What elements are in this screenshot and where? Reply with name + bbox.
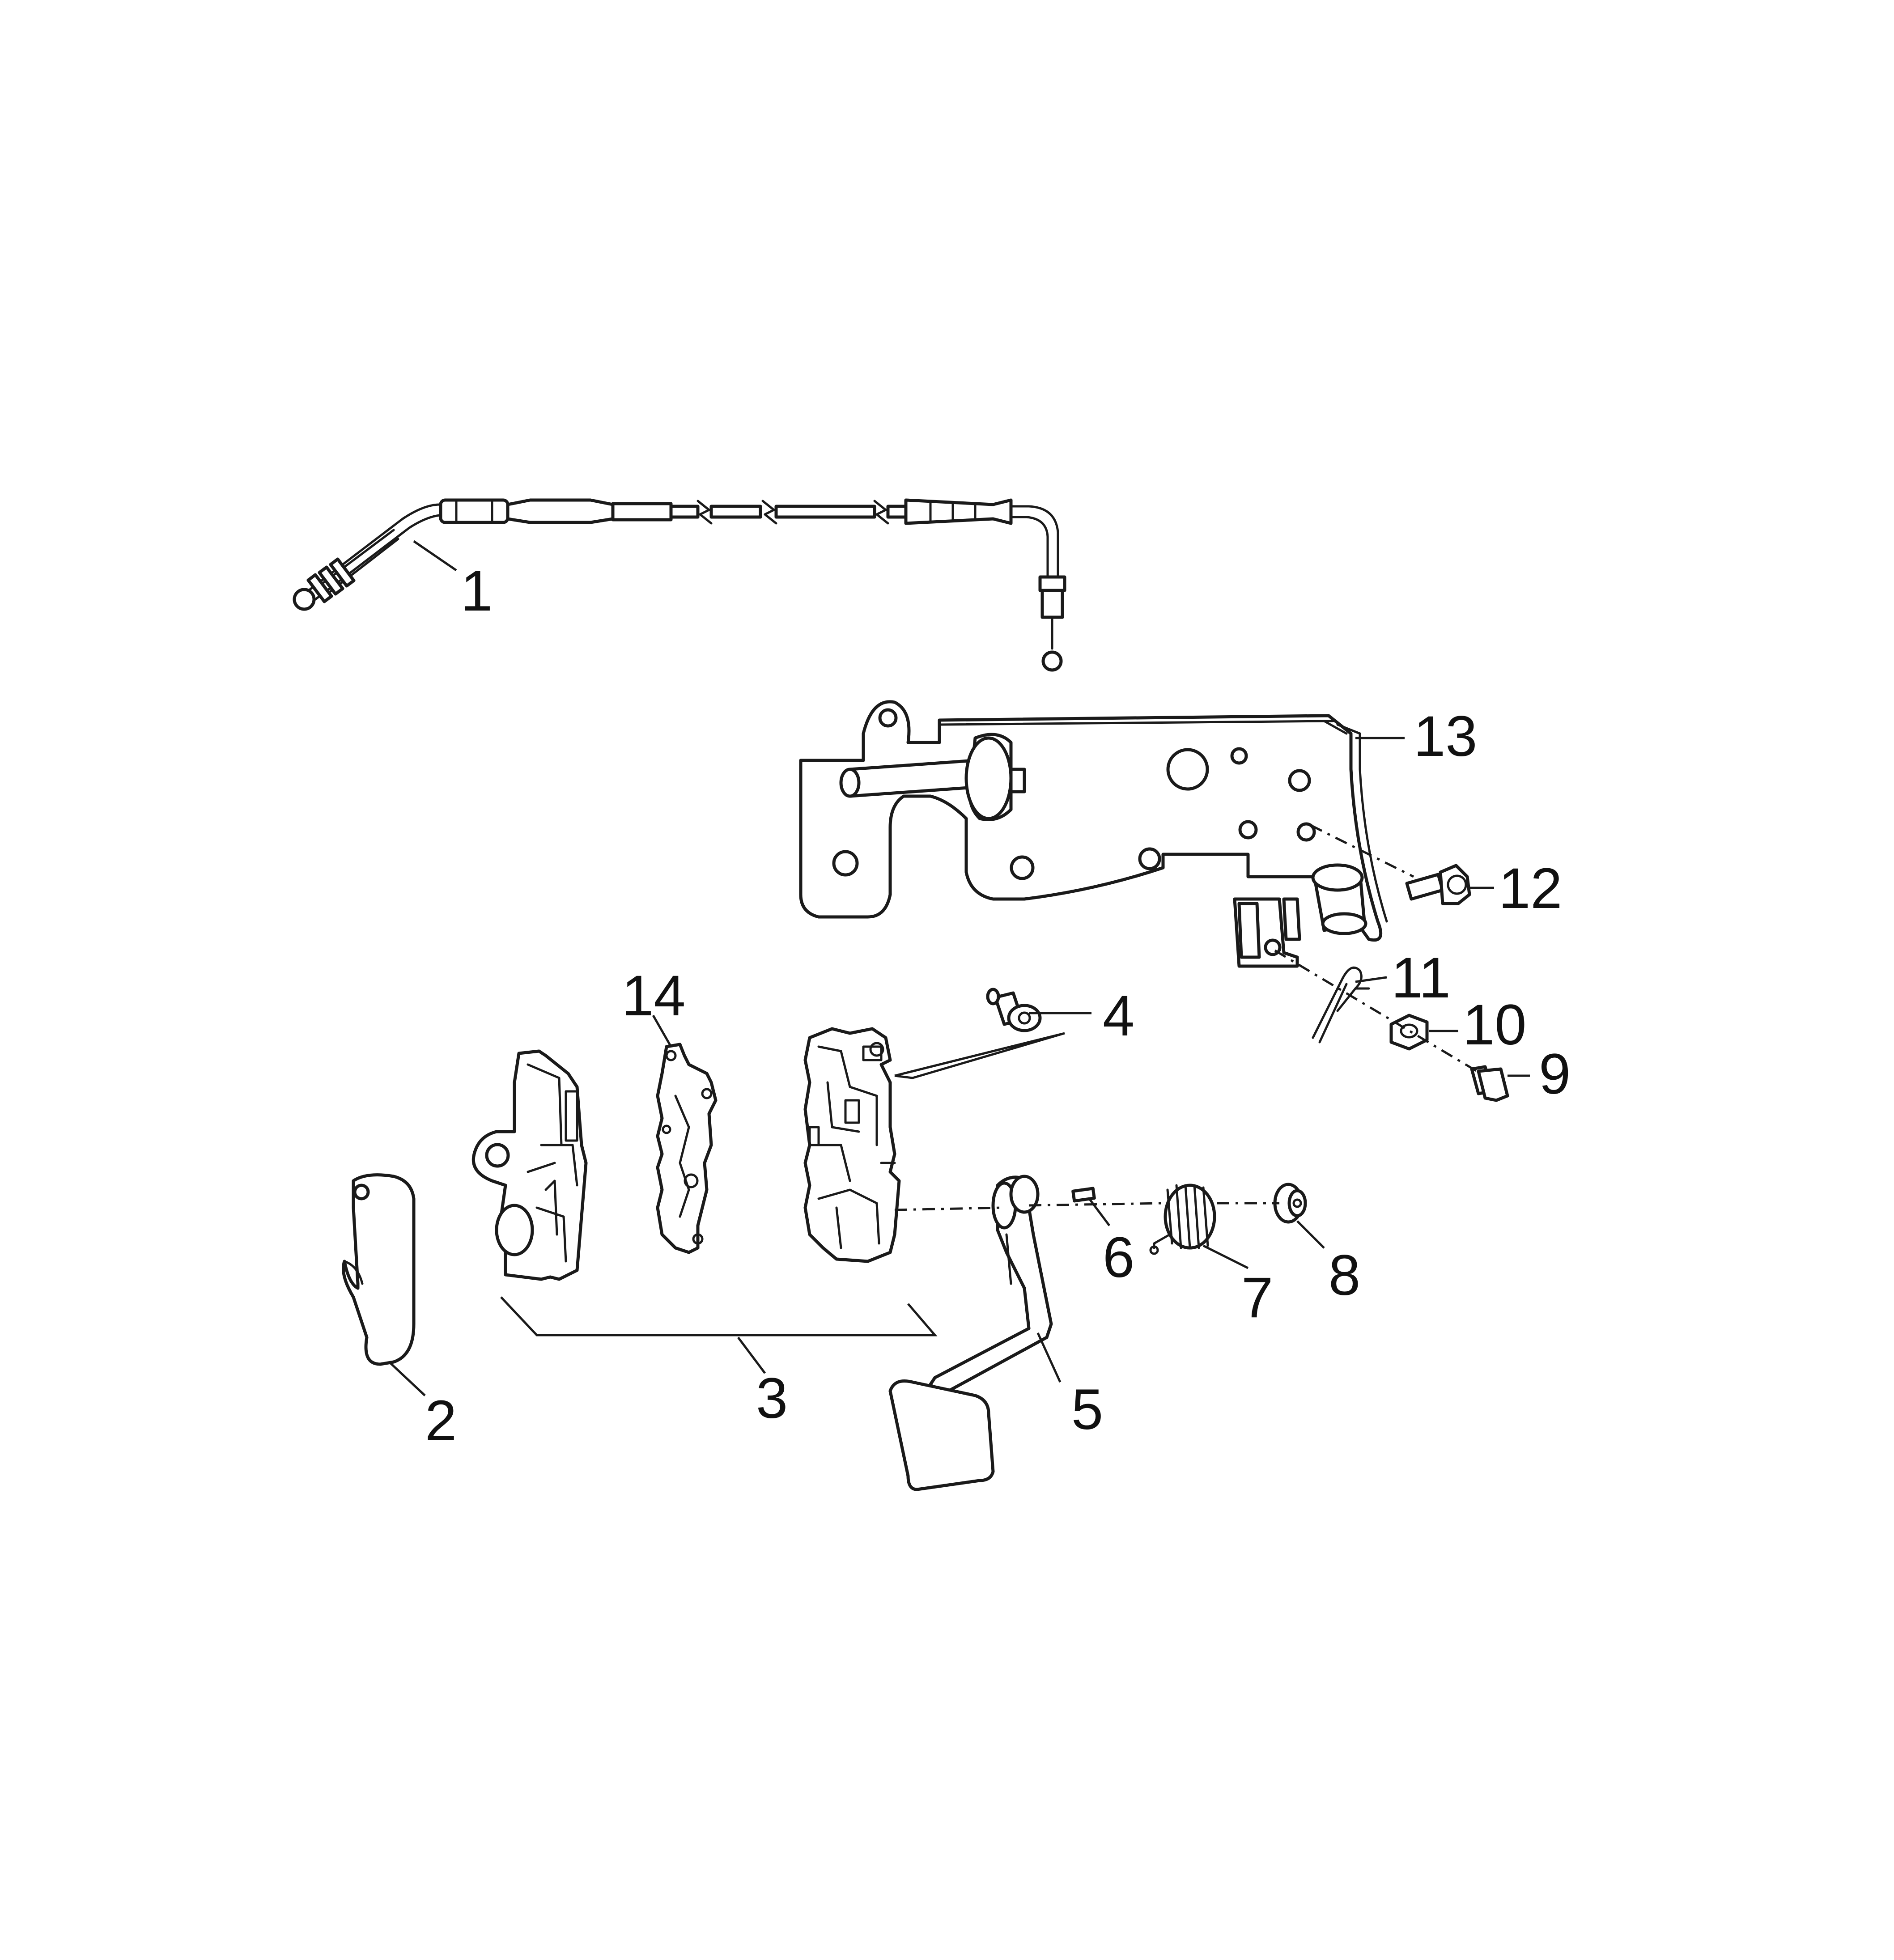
cable-nut <box>1038 575 1066 592</box>
callout-8: 8 <box>1329 1243 1360 1307</box>
screw-4 <box>986 988 1042 1032</box>
r-clip-11 <box>1312 966 1370 1044</box>
leader-2 <box>388 1361 426 1396</box>
cable-sleeve <box>506 498 615 524</box>
pivot-shaft <box>839 733 1026 821</box>
callout-12: 12 <box>1499 857 1562 921</box>
callout-7: 7 <box>1241 1266 1273 1330</box>
accelerator-cable <box>293 498 1066 672</box>
return-spring-7 <box>1149 1184 1216 1255</box>
callout-13: 13 <box>1414 704 1477 768</box>
cable-end-nipple <box>1041 650 1063 672</box>
leader-6 <box>1088 1198 1110 1226</box>
gasket-14 <box>656 1043 718 1254</box>
callout-10: 10 <box>1463 993 1526 1057</box>
leader-5 <box>1036 1332 1062 1383</box>
callout-9: 9 <box>1539 1042 1571 1106</box>
callout-4: 4 <box>1103 984 1134 1048</box>
leader-8 <box>1296 1220 1325 1249</box>
cable-end-rings <box>306 557 356 603</box>
callout-3: 3 <box>756 1366 788 1430</box>
callout-2: 2 <box>425 1389 457 1453</box>
leader-1 <box>413 540 457 572</box>
bolt-9 <box>1470 1065 1509 1102</box>
callout-11: 11 <box>1391 946 1451 1010</box>
bracket-tab <box>1233 897 1301 968</box>
key-6 <box>1071 1187 1096 1203</box>
cable-end-ball <box>293 588 316 611</box>
cable-adjuster <box>439 498 510 524</box>
pedal-bracket <box>799 700 1388 968</box>
sensor-housing-body <box>803 1027 901 1263</box>
cable-stop-tube <box>1311 863 1367 935</box>
leader-11 <box>1355 976 1387 983</box>
leader-7 <box>1202 1244 1249 1269</box>
leader-3 <box>737 1336 766 1374</box>
cable-boot <box>904 498 1013 525</box>
pedal-foot-pad <box>888 1379 995 1491</box>
pedal-arm-5 <box>888 1175 1053 1491</box>
leader-4 <box>894 1032 1065 1079</box>
callout-1: 1 <box>461 559 493 623</box>
callout-6: 6 <box>1103 1226 1134 1290</box>
sensor-housing-cover <box>471 1049 588 1281</box>
callout-14: 14 <box>622 964 685 1028</box>
leader-14 <box>652 1014 672 1048</box>
callout-5: 5 <box>1071 1378 1103 1442</box>
assembly-line-pivot <box>894 1202 1279 1211</box>
nut-10 <box>1389 1014 1429 1051</box>
pad-cover-2 <box>342 1173 416 1366</box>
cable-ferrule <box>611 502 673 522</box>
leader-3-bracket <box>500 1296 938 1336</box>
assembly-line-12 <box>1310 824 1414 878</box>
bushing-8 <box>1273 1183 1307 1224</box>
bolt-12 <box>1405 864 1471 905</box>
assembly-line-9-10 <box>1274 949 1482 1075</box>
